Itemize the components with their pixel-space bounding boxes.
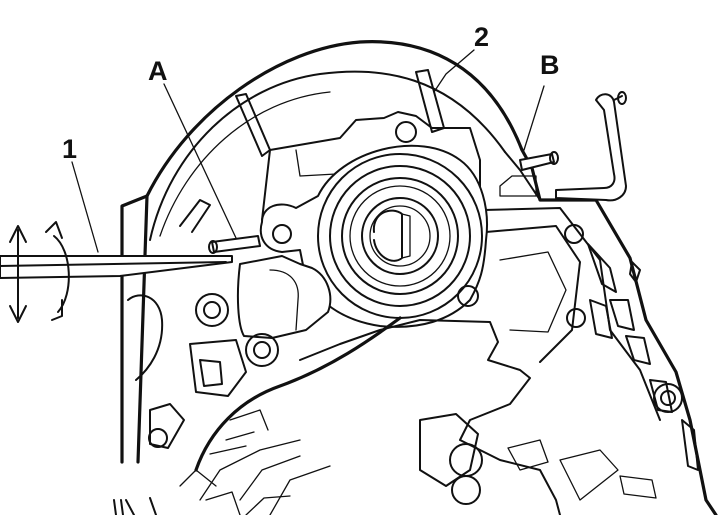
leader-a: [163, 83, 237, 239]
motion-arrows: [9, 221, 70, 323]
callout-labels: 1 A 2 B: [62, 22, 560, 164]
bottom-hatch: [113, 497, 157, 515]
lower-left-blocks: [127, 255, 332, 449]
leader-b: [523, 85, 545, 151]
pin-a: [208, 235, 261, 254]
pin-b-lever: [519, 91, 627, 202]
callout-1: 1: [62, 134, 77, 164]
right-frame: [483, 175, 699, 501]
cover-inner-lines: [149, 70, 541, 241]
callout-a: A: [148, 56, 168, 86]
callout-b: B: [540, 50, 560, 80]
flywheel-cutout: [179, 316, 561, 515]
leader-1: [71, 161, 99, 253]
probe-tool: [0, 255, 233, 279]
leader-lines: [71, 49, 545, 253]
leader-2: [433, 49, 475, 93]
callout-2: 2: [474, 22, 489, 52]
